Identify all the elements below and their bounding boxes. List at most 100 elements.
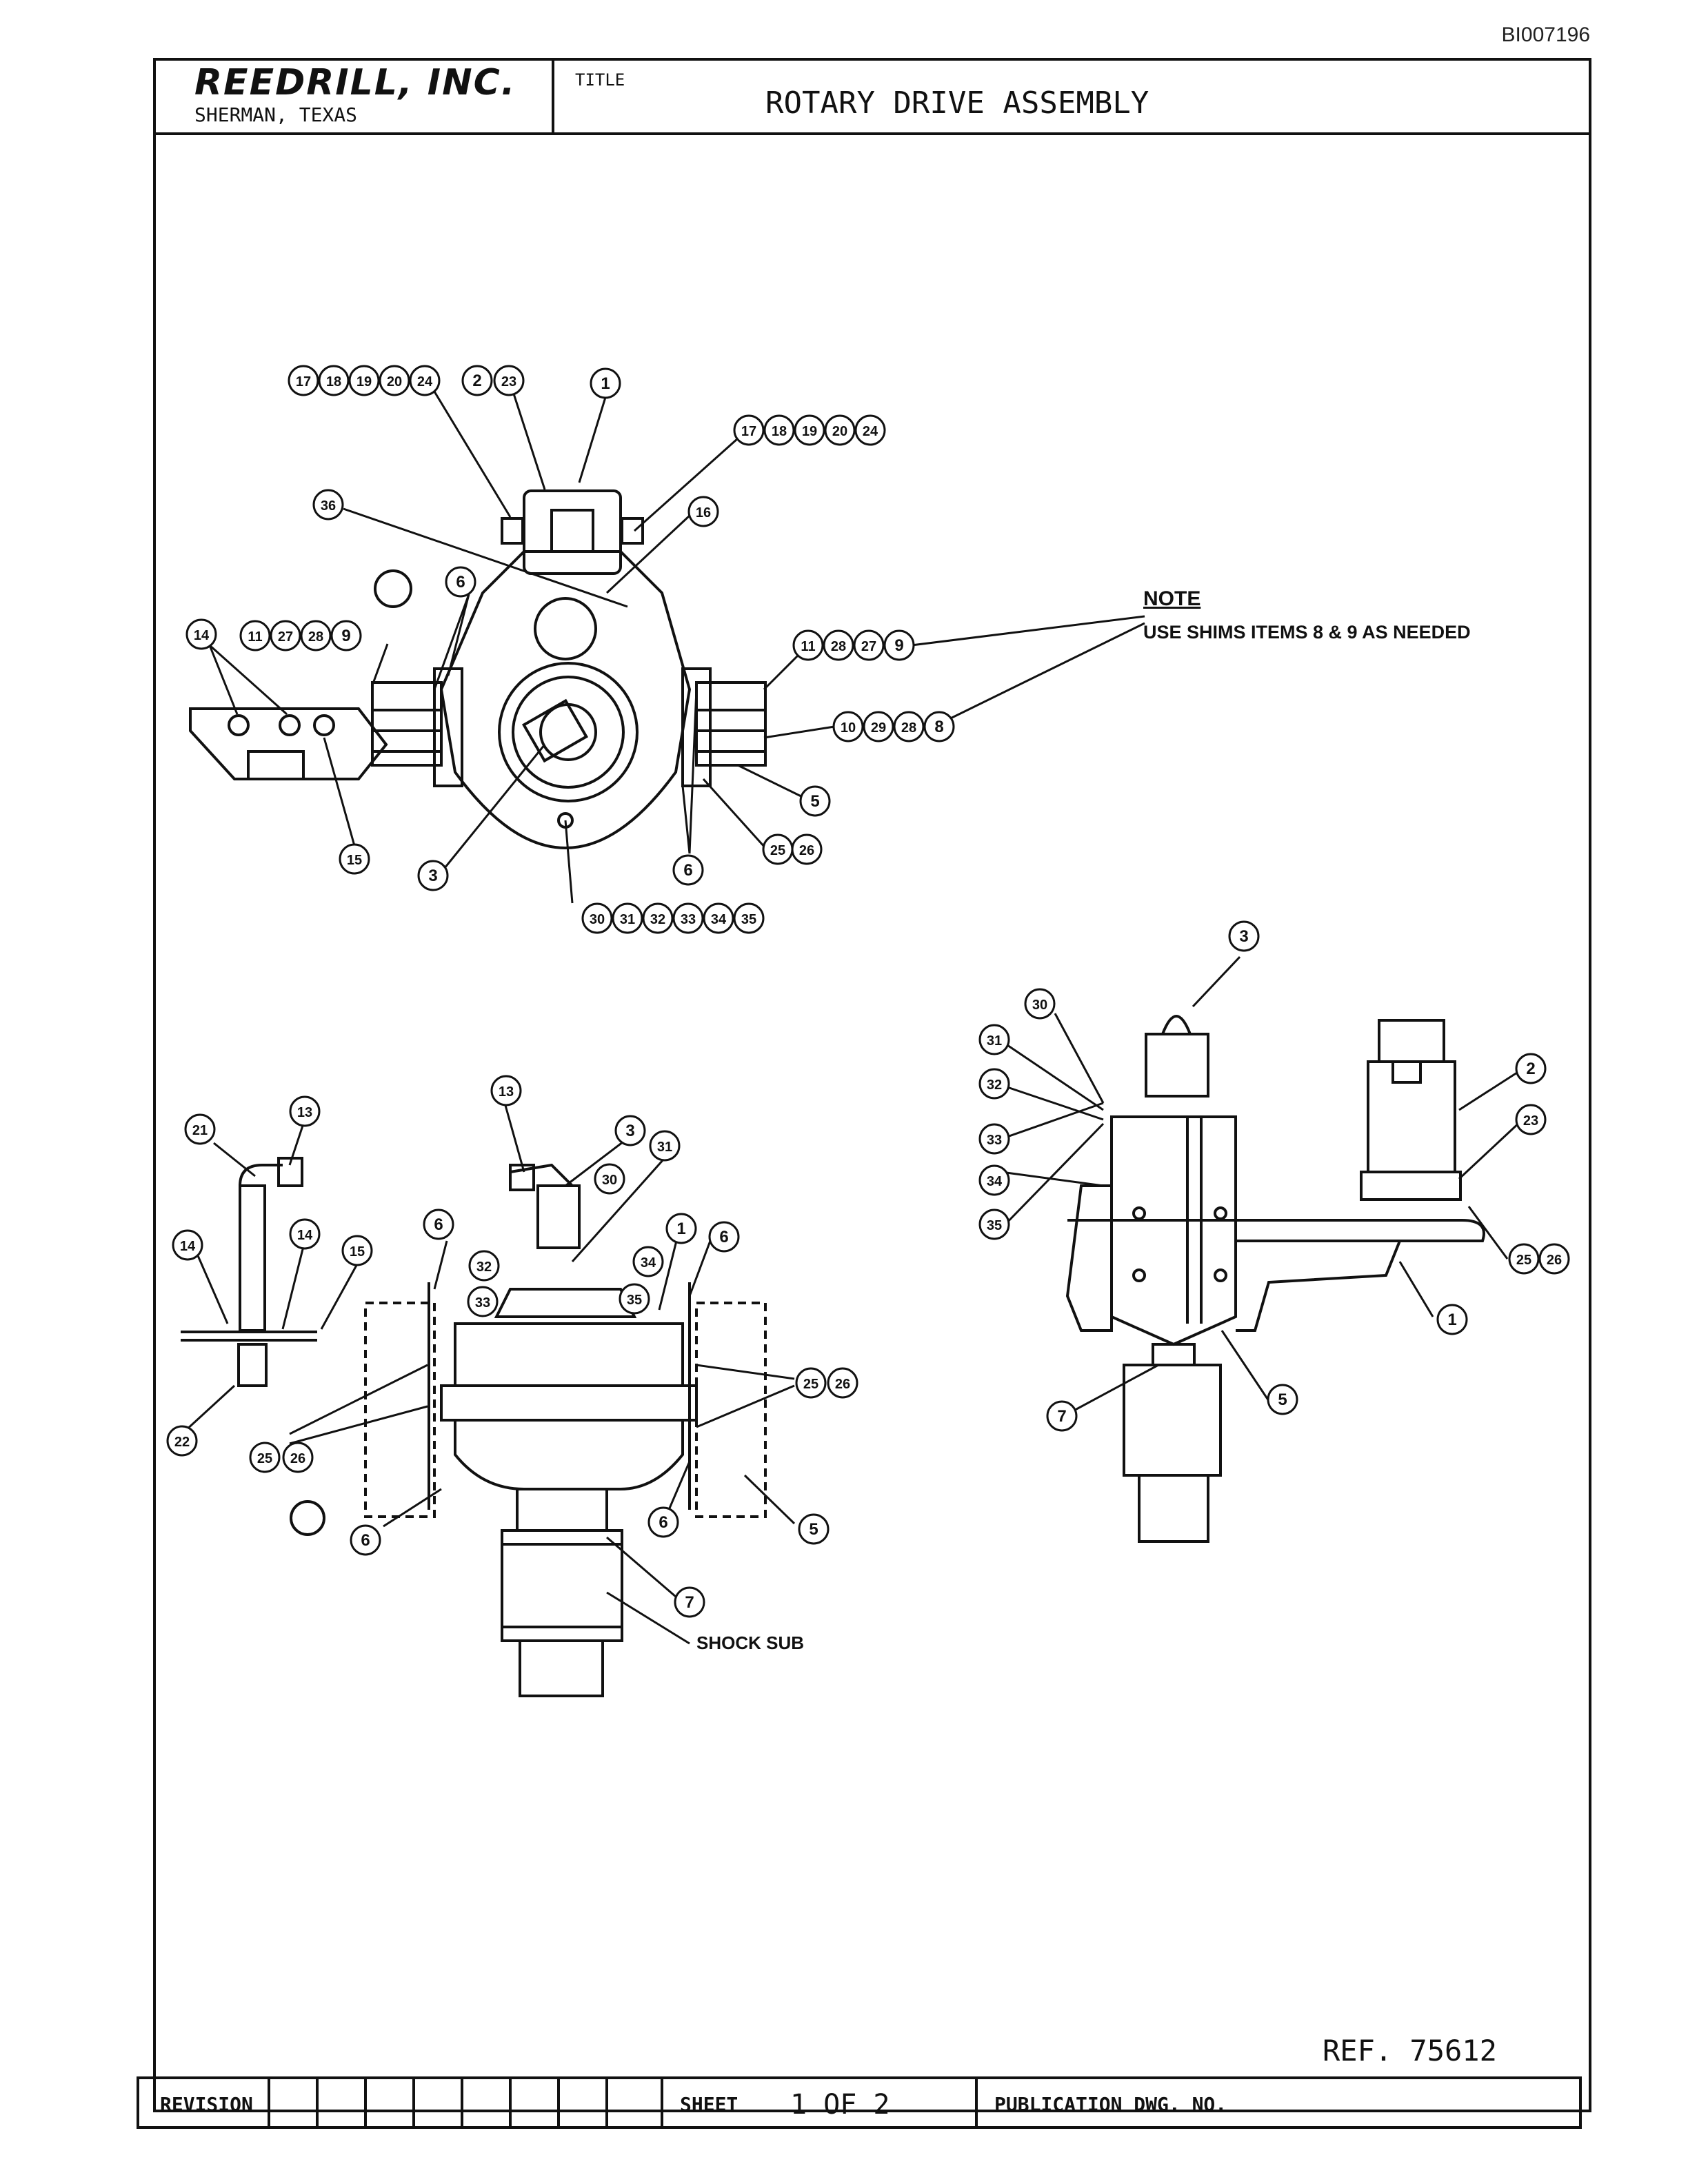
balloon-circle <box>794 414 825 446</box>
balloon-number: 1 <box>676 1220 685 1238</box>
balloon-circle <box>674 1586 705 1618</box>
revision-label: REVISION <box>160 2093 253 2116</box>
balloon-circle <box>883 629 915 661</box>
balloon-number: 8 <box>934 718 943 736</box>
balloon-number: 11 <box>248 629 262 645</box>
leader-lines <box>183 387 1523 1645</box>
balloon-circle <box>614 1115 646 1146</box>
revision-cell-divider <box>509 2079 512 2126</box>
revision-cell-divider <box>364 2079 367 2126</box>
balloon-number: 33 <box>987 1133 1002 1148</box>
balloon-number: 23 <box>1523 1113 1538 1129</box>
balloon-circle <box>185 618 217 650</box>
balloon-circle <box>853 629 885 661</box>
revision-bar: REVISION SHEET 1 OF 2 PUBLICATION DWG. N… <box>137 2076 1582 2129</box>
balloon-number: 30 <box>1032 998 1047 1013</box>
shock-sub-label: SHOCK SUB <box>696 1632 805 1653</box>
balloon-circle <box>978 1209 1010 1240</box>
balloon-circle <box>978 1024 1010 1055</box>
drawing-sheet-border <box>153 58 1591 2112</box>
balloon-circle <box>461 365 493 396</box>
balloon-number: 26 <box>799 843 814 858</box>
balloon-number: 32 <box>476 1260 492 1275</box>
balloon-circle <box>379 365 410 396</box>
balloon-circle <box>619 1283 650 1315</box>
balloon-circle <box>270 620 301 651</box>
balloon-circle <box>172 1229 203 1261</box>
balloon-circle <box>978 1123 1010 1155</box>
balloon-number: 27 <box>861 639 876 654</box>
balloon-number: 2 <box>472 372 481 390</box>
balloon-circle <box>289 1218 321 1250</box>
balloon-circle <box>1515 1053 1547 1084</box>
balloon-circle <box>490 1075 522 1106</box>
balloon-circle <box>612 902 643 934</box>
balloon-number: 36 <box>321 498 336 514</box>
balloon-number: 24 <box>417 374 433 390</box>
balloon-circle <box>893 711 925 742</box>
balloon-number: 9 <box>341 627 350 645</box>
balloon-number: 35 <box>627 1293 642 1308</box>
balloon-number: 1 <box>601 374 610 393</box>
balloon-number: 31 <box>620 912 635 927</box>
balloon-number: 13 <box>297 1105 312 1120</box>
balloon-circle <box>824 414 856 446</box>
balloon-circle <box>687 496 719 527</box>
balloon-number: 6 <box>361 1531 370 1550</box>
balloon-number: 23 <box>501 374 516 390</box>
balloon-number: 20 <box>832 424 847 439</box>
reference-number: REF. 75612 <box>1323 2034 1497 2067</box>
balloon-circle <box>832 711 864 742</box>
title-divider <box>552 58 554 132</box>
balloon-circle <box>348 365 380 396</box>
balloon-circle <box>289 1095 321 1127</box>
balloon-circle <box>339 843 370 875</box>
revision-cell-divider <box>412 2079 415 2126</box>
balloon-number: 25 <box>803 1377 818 1392</box>
balloon-number: 14 <box>297 1228 313 1243</box>
note-text: USE SHIMS ITEMS 8 & 9 AS NEEDED <box>1143 622 1471 643</box>
balloon-circle <box>318 365 350 396</box>
balloon-number: 24 <box>863 424 878 439</box>
top-view <box>189 489 767 850</box>
balloon-number: 34 <box>641 1255 656 1271</box>
balloon-circle <box>249 1442 281 1473</box>
balloon-number: 22 <box>174 1435 190 1450</box>
balloon-number: 9 <box>894 636 903 655</box>
balloon-circle <box>312 489 344 520</box>
publication-drawing-number-label: PUBLICATION DWG. NO. <box>994 2093 1227 2116</box>
balloon-number: 29 <box>871 720 886 736</box>
document-id: BI007196 <box>1501 23 1590 46</box>
balloon-circle <box>642 902 674 934</box>
balloon-circle <box>733 902 765 934</box>
balloon-circle <box>763 414 795 446</box>
balloon-circle <box>708 1221 740 1253</box>
sheet-divider <box>661 2079 663 2126</box>
balloon-circle <box>581 902 613 934</box>
balloon-number: 27 <box>278 629 293 645</box>
balloon-number: 6 <box>456 573 465 592</box>
balloon-circle <box>863 711 894 742</box>
balloon-circle <box>632 1246 664 1277</box>
balloon-number: 31 <box>657 1140 672 1155</box>
drawing-title: ROTARY DRIVE ASSEMBLY <box>765 85 1149 121</box>
balloon-number: 30 <box>602 1173 617 1188</box>
balloon-number: 16 <box>696 505 711 520</box>
balloon-number: 11 <box>801 639 815 654</box>
balloon-circle <box>282 1442 314 1473</box>
balloon-number: 3 <box>1239 927 1248 946</box>
company-location: SHERMAN, TEXAS <box>194 103 358 126</box>
balloon-number: 34 <box>711 912 727 927</box>
balloon-circle <box>1228 920 1260 952</box>
revision-cell-divider <box>557 2079 560 2126</box>
balloon-number: 3 <box>625 1122 634 1140</box>
balloon-number: 18 <box>772 424 787 439</box>
balloon-number: 2 <box>1526 1060 1535 1078</box>
balloon-circle <box>594 1163 625 1195</box>
balloon-circle <box>330 620 362 651</box>
balloon-number: 17 <box>296 374 311 390</box>
balloon-number: 26 <box>835 1377 850 1392</box>
balloon-circle <box>1024 988 1056 1020</box>
balloon-circle <box>923 711 955 742</box>
